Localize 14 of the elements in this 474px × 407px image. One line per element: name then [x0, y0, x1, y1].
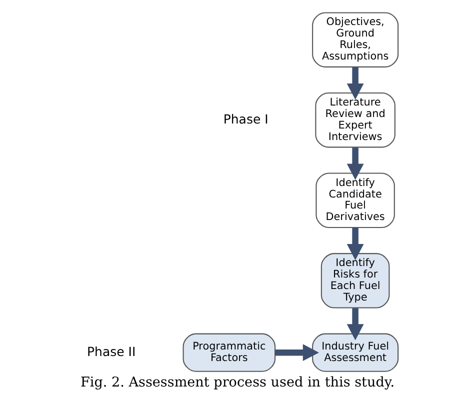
arrow	[274, 344, 318, 362]
arrow	[346, 228, 364, 260]
node-box: Identify Candidate Fuel Derivatives	[315, 172, 394, 228]
node-box: Industry Fuel Assessment	[312, 333, 398, 372]
label: Phase I	[222, 111, 268, 126]
label: Phase II	[86, 344, 136, 359]
node-box: Programmatic Factors	[182, 333, 276, 372]
arrow	[346, 67, 364, 100]
caption: Fig. 2. Assessment process used in this study.	[80, 374, 394, 390]
arrow	[346, 148, 364, 180]
node-box: Literature Review and Expert Interviews	[314, 92, 395, 148]
node-box: Objectives, Ground Rules, Assumptions	[312, 12, 398, 68]
arrow	[346, 308, 364, 340]
node-box: Identify Risks for Each Fuel Type	[320, 253, 390, 308]
